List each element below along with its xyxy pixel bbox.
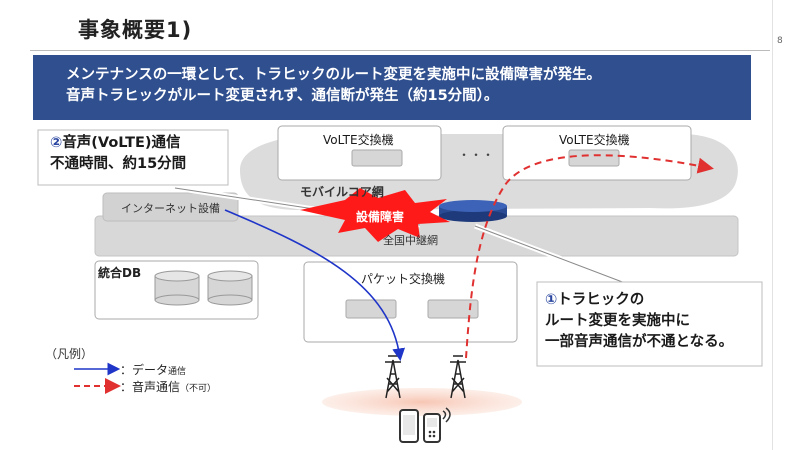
callout-traffic: ①トラヒックの ルート変更を実施中に 一部音声通信が不通となる。	[545, 290, 733, 353]
volte-server-2	[568, 149, 620, 167]
mobile-core-label: モバイルコア網	[300, 185, 384, 199]
title-divider	[30, 50, 770, 51]
volte-server-1	[351, 149, 403, 167]
page-title: 事象概要1)	[78, 18, 193, 42]
right-edge-line	[772, 0, 773, 450]
legend-data-text: ：データ	[120, 363, 169, 377]
callout-voice: ②音声(VoLTE)通信 不通時間、約15分間	[50, 133, 186, 175]
router-icon	[439, 200, 507, 222]
callout-traffic-line-3: 一部音声通信が不通となる。	[545, 334, 734, 350]
packet-server-2	[427, 299, 479, 319]
volte-exchange-1-label: VoLTE交換機	[323, 133, 394, 147]
summary-banner: メンテナンスの一環として、トラヒックのルート変更を実施中に設備障害が発生。 音声…	[33, 55, 751, 120]
cell-tower-icon	[450, 355, 466, 399]
callout-voice-box	[37, 129, 229, 186]
data-path-line	[224, 209, 406, 362]
legend-voice: ：音声通信（不可）	[120, 378, 216, 395]
banner-line-2: 音声トラヒックがルート変更されず、通信断が発生（約15分間）。	[66, 88, 499, 104]
explosion-icon	[300, 188, 450, 242]
callout-traffic-line-2: ルート変更を実施中に	[545, 313, 690, 329]
callout-traffic-number: ①	[545, 292, 558, 308]
ground-area	[322, 388, 522, 416]
callout-voice-line-2: 不通時間、約15分間	[50, 156, 187, 172]
voice-path-line	[465, 154, 714, 359]
ellipsis-label: ・・・	[458, 148, 495, 162]
database-icon	[207, 270, 253, 306]
failure-label: 設備障害	[356, 210, 405, 224]
page-number: 8	[777, 36, 783, 46]
database-icon	[154, 270, 200, 306]
legend-title: （凡例）	[45, 347, 94, 361]
internet-equipment-box	[102, 192, 239, 222]
legend-data-suffix: 通信	[168, 367, 187, 377]
internet-equipment-label: インターネット設備	[121, 202, 220, 215]
volte-exchange-2-label: VoLTE交換機	[559, 133, 630, 147]
callout-traffic-box	[536, 281, 763, 367]
legend-voice-suffix: （不可）	[180, 384, 217, 394]
packet-exchange-label: パケット交換機	[361, 272, 446, 286]
callout-voice-line-1: 音声(VoLTE)通信	[62, 135, 181, 151]
mobile-phone-icon	[399, 409, 419, 443]
legend-data: ：データ通信	[120, 361, 186, 378]
integrated-db-label: 統合DB	[98, 266, 142, 280]
callout-voice-number: ②	[50, 135, 63, 151]
mobile-phone-icon	[423, 407, 451, 443]
banner-line-1: メンテナンスの一環として、トラヒックのルート変更を実施中に設備障害が発生。	[66, 67, 602, 83]
callout-traffic-line-1: トラヒックの	[557, 292, 645, 308]
packet-server-1	[345, 299, 397, 319]
legend-voice-text: ：音声通信	[120, 380, 181, 394]
backbone-label: 全国中継網	[383, 234, 438, 247]
